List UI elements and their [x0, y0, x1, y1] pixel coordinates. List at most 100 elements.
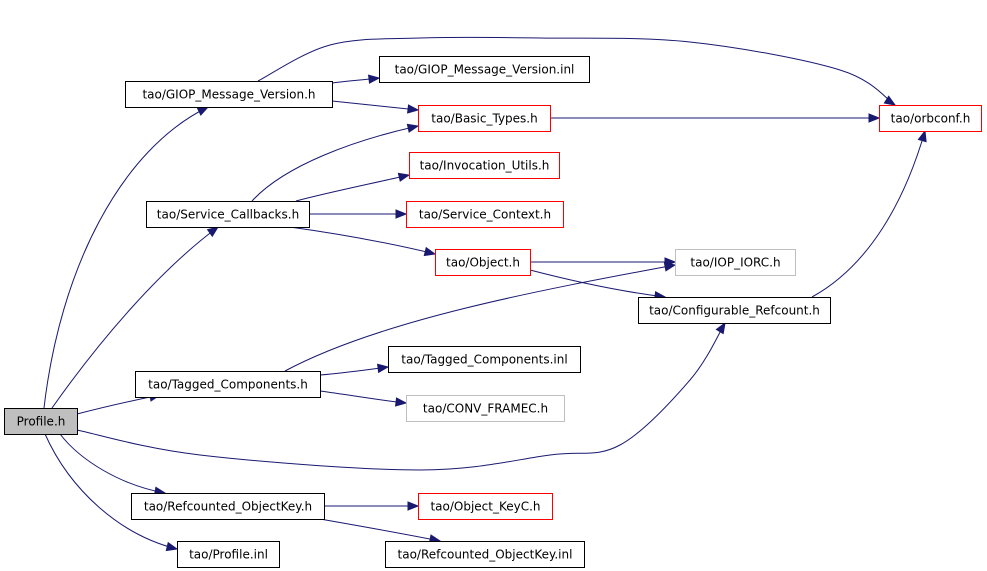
edge-refcounted_objkey-to-object_keyc [324, 501, 420, 511]
edge-line [257, 36, 896, 106]
edge-profile_h-to-giop_mv_h [43, 106, 210, 409]
node-conf-refcount[interactable]: tao/Configurable_Refcount.h [638, 297, 831, 324]
node-conv-framec[interactable]: tao/CONV_FRAMEC.h [406, 395, 565, 422]
node-label: tao/Object.h [446, 256, 520, 270]
edges-layer [43, 36, 927, 552]
node-box[interactable] [406, 201, 564, 228]
arrowhead-icon [397, 172, 411, 182]
node-box[interactable] [146, 201, 310, 228]
node-invocation-utils[interactable]: tao/Invocation_Utils.h [409, 152, 560, 179]
node-service-context[interactable]: tao/Service_Context.h [406, 201, 564, 228]
edge-tagged_components-to-tagged_components_inl [319, 363, 390, 376]
node-box[interactable] [638, 297, 831, 324]
node-box[interactable] [409, 152, 560, 179]
node-box[interactable] [4, 408, 78, 435]
arrowhead-icon [917, 129, 927, 143]
node-label: Profile.h [17, 415, 66, 429]
arrowhead-icon [395, 397, 408, 407]
edge-line [289, 226, 436, 255]
arrowhead-icon [196, 106, 210, 116]
node-box[interactable] [418, 493, 553, 520]
edge-service_callbacks-to-basic_types [251, 123, 420, 202]
node-label: tao/Service_Context.h [419, 208, 551, 222]
edge-giop_mv_h-to-giop_mv_inl [331, 74, 381, 84]
arrowhead-icon [883, 95, 897, 106]
arrowhead-icon [407, 501, 420, 511]
arrowhead-icon [206, 226, 220, 238]
arrowhead-icon [663, 262, 677, 272]
edge-profile_h-to-service_callbacks [51, 226, 220, 409]
edge-line [59, 433, 166, 494]
edge-tagged_components-to-iop_iorc [284, 262, 677, 372]
node-label: tao/Object_KeyC.h [430, 500, 540, 514]
node-label: tao/GIOP_Message_Version.inl [395, 63, 575, 77]
node-box[interactable] [125, 81, 333, 108]
node-box[interactable] [435, 249, 531, 276]
edge-line [295, 174, 410, 202]
node-label: tao/orbconf.h [891, 112, 971, 126]
edge-object_h-to-conf_refcount [529, 269, 667, 301]
node-box[interactable] [131, 493, 325, 520]
node-giop-mv-inl[interactable]: tao/GIOP_Message_Version.inl [379, 56, 590, 83]
edge-line [44, 433, 178, 550]
edge-line [76, 322, 726, 471]
node-box[interactable] [177, 541, 280, 568]
node-refcounted-objkey-inl[interactable]: tao/Refcounted_ObjectKey.inl [385, 541, 585, 568]
edge-line [51, 226, 219, 409]
node-box[interactable] [879, 105, 982, 132]
node-box[interactable] [379, 56, 590, 83]
node-box[interactable] [385, 541, 585, 568]
edge-profile_h-to-profile_inl [44, 433, 179, 552]
node-box[interactable] [406, 395, 565, 422]
edge-line [331, 100, 419, 111]
arrowhead-icon [368, 74, 381, 84]
node-label: tao/Tagged_Components.h [148, 378, 308, 392]
arrowhead-icon [715, 321, 726, 335]
edge-line [251, 125, 419, 202]
node-label: tao/IOP_IORC.h [690, 256, 780, 270]
node-orbconf[interactable]: tao/orbconf.h [879, 105, 982, 132]
node-box[interactable] [675, 249, 796, 276]
edge-giop_mv_h-to-orbconf [257, 36, 897, 106]
node-box[interactable] [135, 371, 321, 398]
edge-giop_mv_h-to-basic_types [331, 100, 420, 114]
edge-profile_h-to-conf_refcount [76, 321, 726, 471]
edge-basic_types-to-orbconf [550, 113, 881, 123]
node-box[interactable] [418, 105, 551, 132]
arrowhead-icon [395, 209, 408, 219]
node-iop-iorc[interactable]: tao/IOP_IORC.h [675, 249, 796, 276]
edge-line [43, 106, 209, 409]
nodes-layer: Profile.h tao/GIOP_Message_Version.h tao/G… [4, 56, 982, 568]
node-label: tao/Profile.inl [189, 548, 268, 562]
node-box[interactable] [388, 346, 581, 373]
arrowhead-icon [377, 363, 390, 374]
edge-line [319, 390, 407, 404]
edge-service_callbacks-to-object_h [289, 226, 437, 257]
node-profile-h[interactable]: Profile.h [4, 408, 78, 435]
node-label: tao/Invocation_Utils.h [420, 159, 550, 173]
node-basic-types[interactable]: tao/Basic_Types.h [418, 105, 551, 132]
node-refcounted-objkey[interactable]: tao/Refcounted_ObjectKey.h [131, 493, 325, 520]
edge-line [284, 264, 676, 372]
node-giop-mv-h[interactable]: tao/GIOP_Message_Version.h [125, 81, 333, 108]
edge-conf_refcount-to-orbconf [811, 129, 927, 298]
node-label: tao/GIOP_Message_Version.h [142, 88, 315, 102]
node-label: tao/Tagged_Components.inl [401, 353, 567, 367]
edge-line [811, 130, 926, 298]
edge-line [529, 269, 666, 298]
node-label: tao/Service_Callbacks.h [157, 208, 299, 222]
edge-profile_h-to-refcounted_objkey [59, 433, 167, 496]
edge-service_callbacks-to-service_context [309, 209, 408, 219]
node-tagged-components-inl[interactable]: tao/Tagged_Components.inl [388, 346, 581, 373]
node-label: tao/CONV_FRAMEC.h [423, 402, 548, 416]
edge-line [319, 518, 441, 542]
edge-tagged_components-to-conv_framec [319, 390, 408, 407]
node-label: tao/Basic_Types.h [431, 112, 537, 126]
node-service-callbacks[interactable]: tao/Service_Callbacks.h [146, 201, 310, 228]
arrowhead-icon [423, 246, 437, 257]
node-object-keyc[interactable]: tao/Object_KeyC.h [418, 493, 553, 520]
node-profile-inl[interactable]: tao/Profile.inl [177, 541, 280, 568]
node-object-h[interactable]: tao/Object.h [435, 249, 531, 276]
node-tagged-components[interactable]: tao/Tagged_Components.h [135, 371, 321, 398]
